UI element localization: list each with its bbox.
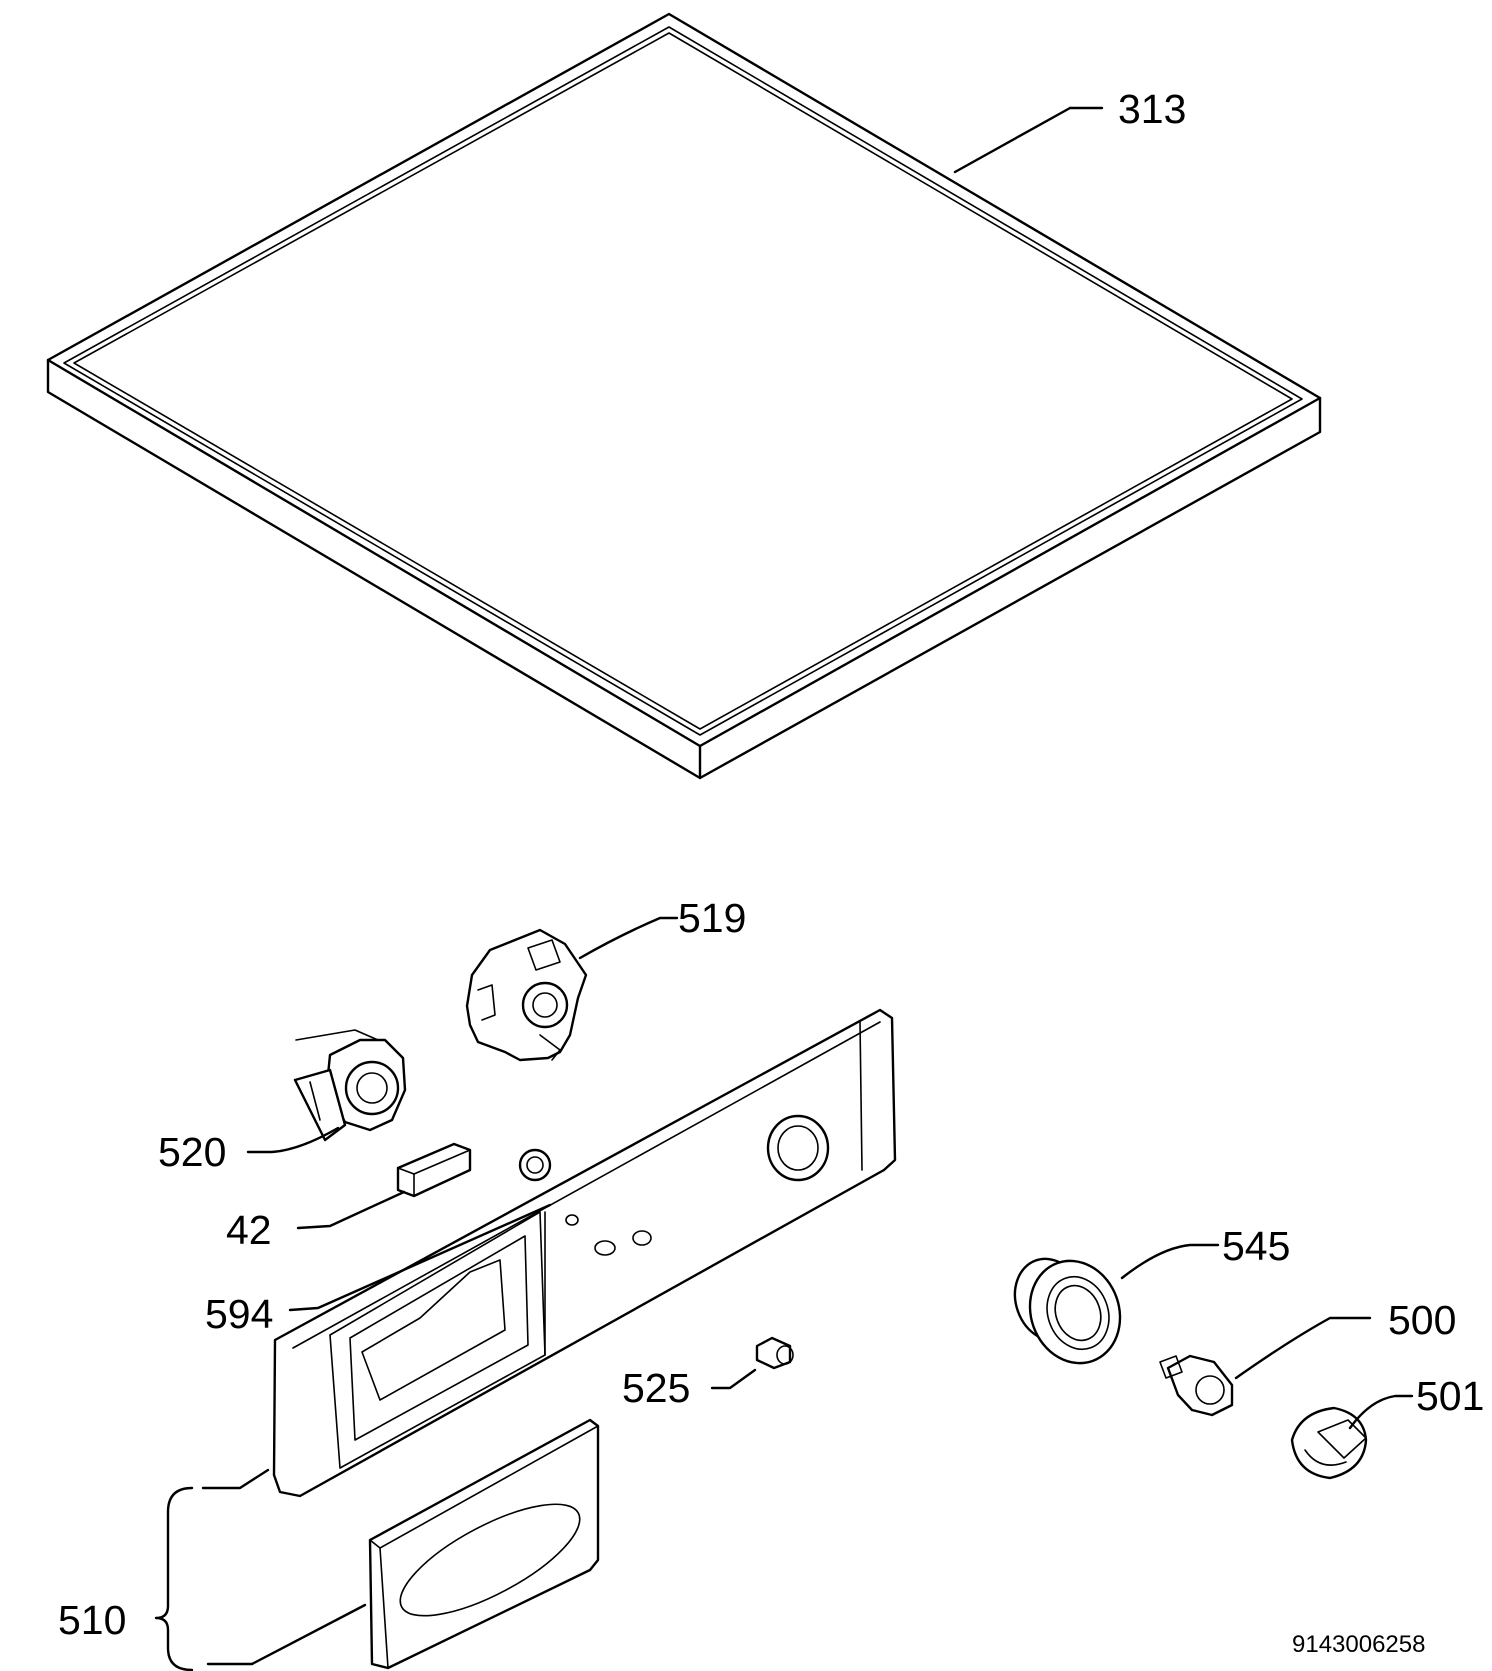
brace-510 xyxy=(154,1486,194,1671)
part-525-pin xyxy=(755,1336,794,1370)
part-500-spindle xyxy=(1159,1354,1234,1417)
leader-42 xyxy=(296,1190,406,1230)
callout-519: 519 xyxy=(678,895,746,941)
part-313-top-cover xyxy=(46,12,1322,780)
part-545-knob xyxy=(1013,1257,1122,1365)
part-520-selector-switch xyxy=(293,1029,407,1142)
leader-545 xyxy=(1120,1243,1220,1280)
part-42-switch xyxy=(396,1142,472,1198)
callout-545: 545 xyxy=(1222,1223,1290,1269)
callout-510: 510 xyxy=(58,1597,126,1643)
leader-519 xyxy=(578,916,679,960)
callout-500: 500 xyxy=(1388,1297,1456,1343)
leader-525 xyxy=(710,1368,757,1390)
leader-500 xyxy=(1234,1316,1372,1380)
leader-510-lower xyxy=(206,1603,367,1666)
part-594-control-panel xyxy=(272,1008,897,1498)
part-519-bracket xyxy=(465,928,588,1062)
callout-594: 594 xyxy=(205,1291,273,1337)
callout-313: 313 xyxy=(1118,86,1186,132)
drawing-number: 9143006258 xyxy=(1292,1631,1425,1658)
callout-525: 525 xyxy=(622,1365,690,1411)
indicator-light xyxy=(518,1148,552,1182)
part-501-knob-cap xyxy=(1290,1406,1368,1480)
leader-501 xyxy=(1348,1394,1414,1430)
callout-520: 520 xyxy=(158,1129,226,1175)
leader-510-upper xyxy=(201,1468,270,1490)
part-510-drawer-front xyxy=(368,1418,600,1670)
leader-313 xyxy=(953,106,1072,174)
callout-42: 42 xyxy=(226,1207,272,1253)
callout-501: 501 xyxy=(1416,1373,1484,1419)
leader-594 xyxy=(288,1203,552,1312)
leader-520 xyxy=(246,1126,340,1154)
